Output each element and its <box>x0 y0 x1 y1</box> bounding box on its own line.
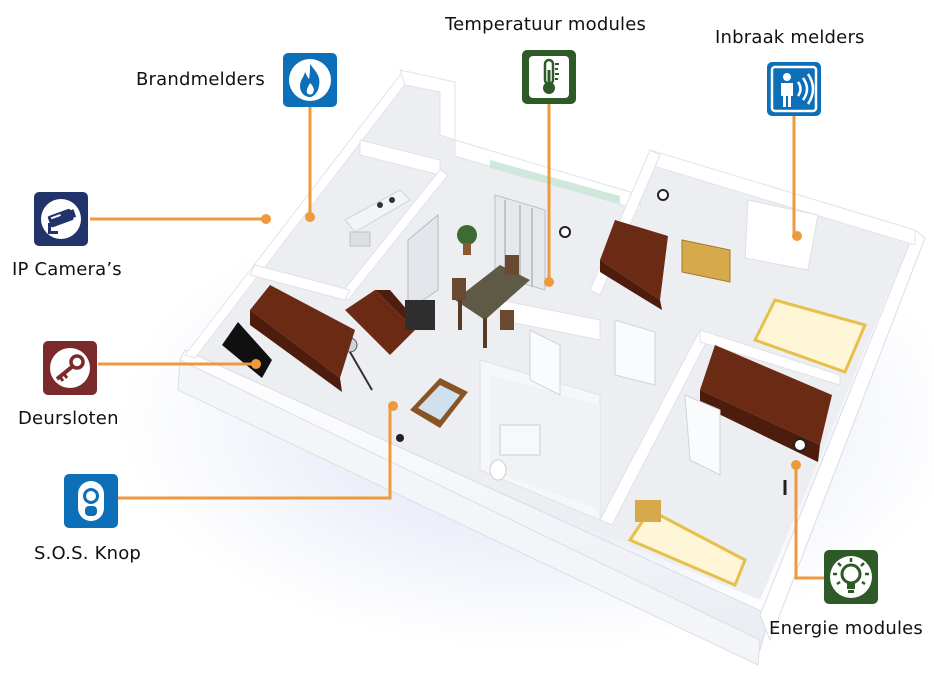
leader-endpoints <box>251 212 802 470</box>
bathroom-floor <box>490 375 600 510</box>
bedroom2-wardrobe <box>700 345 832 445</box>
motion-sensor-icon <box>767 62 821 116</box>
bed-1 <box>752 298 868 374</box>
label-brandmelders: Brandmelders <box>136 69 265 90</box>
label-camera: IP Camera’s <box>12 259 122 280</box>
label-sos: S.O.S. Knop <box>34 543 142 564</box>
thermometer-icon <box>522 50 576 104</box>
living-cabinet <box>345 290 415 355</box>
right-wall <box>759 229 926 642</box>
leader-sos <box>118 408 392 500</box>
house-floor <box>185 75 915 600</box>
plant <box>457 225 477 245</box>
flame-icon <box>283 53 337 107</box>
back-wall-top <box>399 69 456 141</box>
inner-wall-6 <box>699 329 841 386</box>
lightbulb-icon <box>824 550 878 604</box>
label-deursloten: Deursloten <box>18 408 119 429</box>
leader-energie <box>794 465 824 580</box>
bedroom1-wardrobe <box>600 220 668 300</box>
dining-table <box>455 265 530 320</box>
window-strip <box>490 160 620 204</box>
sos-button-icon <box>64 474 118 528</box>
label-energie: Energie modules <box>769 618 923 639</box>
label-inbraak: Inbraak melders <box>715 27 865 48</box>
window-left <box>407 213 439 311</box>
label-temperatuur: Temperatuur modules <box>445 14 647 35</box>
leader-lines <box>90 104 824 580</box>
key-icon <box>43 341 97 395</box>
hall-wardrobe <box>250 285 355 378</box>
dresser <box>681 239 731 283</box>
front-wall-face <box>177 359 761 666</box>
camera-icon <box>34 192 88 246</box>
inner-wall-8 <box>249 264 351 301</box>
